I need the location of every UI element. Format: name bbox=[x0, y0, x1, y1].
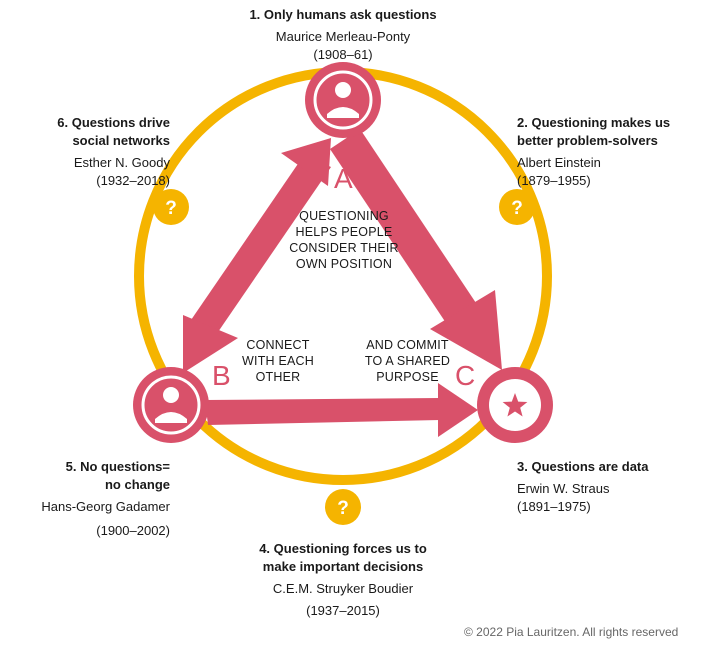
node-a bbox=[305, 62, 381, 138]
arrow-b-to-c bbox=[205, 383, 478, 437]
question-badge-left: ? bbox=[153, 189, 189, 225]
star-icon bbox=[489, 379, 541, 431]
svg-text:?: ? bbox=[337, 498, 349, 519]
arrow-a-to-b bbox=[183, 138, 331, 373]
question-badge-right: ? bbox=[499, 189, 535, 225]
person-icon bbox=[313, 70, 373, 130]
svg-text:?: ? bbox=[511, 198, 523, 219]
node-c bbox=[477, 367, 553, 443]
inner-text-left: CONNECT WITH EACH OTHER bbox=[242, 338, 314, 384]
question-badge-bottom: ? bbox=[325, 489, 361, 525]
person-icon bbox=[141, 375, 201, 435]
copyright: © 2022 Pia Lauritzen. All rights reserve… bbox=[464, 625, 679, 639]
inner-text-center: QUESTIONING HELPS PEOPLE CONSIDER THEIR … bbox=[289, 209, 399, 271]
label-2: 2. Questioning makes us better problem-s… bbox=[517, 115, 671, 188]
label-3: 3. Questions are data Erwin W. Straus (1… bbox=[517, 459, 649, 514]
node-c-letter: C bbox=[455, 360, 476, 391]
label-4: 4. Questioning forces us to make importa… bbox=[259, 541, 427, 618]
inner-text-right: AND COMMIT TO A SHARED PURPOSE bbox=[364, 338, 451, 384]
node-b bbox=[133, 367, 209, 443]
arrow-a-to-c bbox=[330, 129, 502, 370]
node-a-letter: A bbox=[334, 163, 353, 194]
node-b-letter: B bbox=[212, 360, 231, 391]
svg-text:?: ? bbox=[165, 198, 177, 219]
label-5: 5. No questions= no change Hans-Georg Ga… bbox=[41, 459, 170, 538]
label-1: 1. Only humans ask questions Maurice Mer… bbox=[249, 7, 437, 62]
label-6: 6. Questions drive social networks Esthe… bbox=[57, 115, 170, 188]
